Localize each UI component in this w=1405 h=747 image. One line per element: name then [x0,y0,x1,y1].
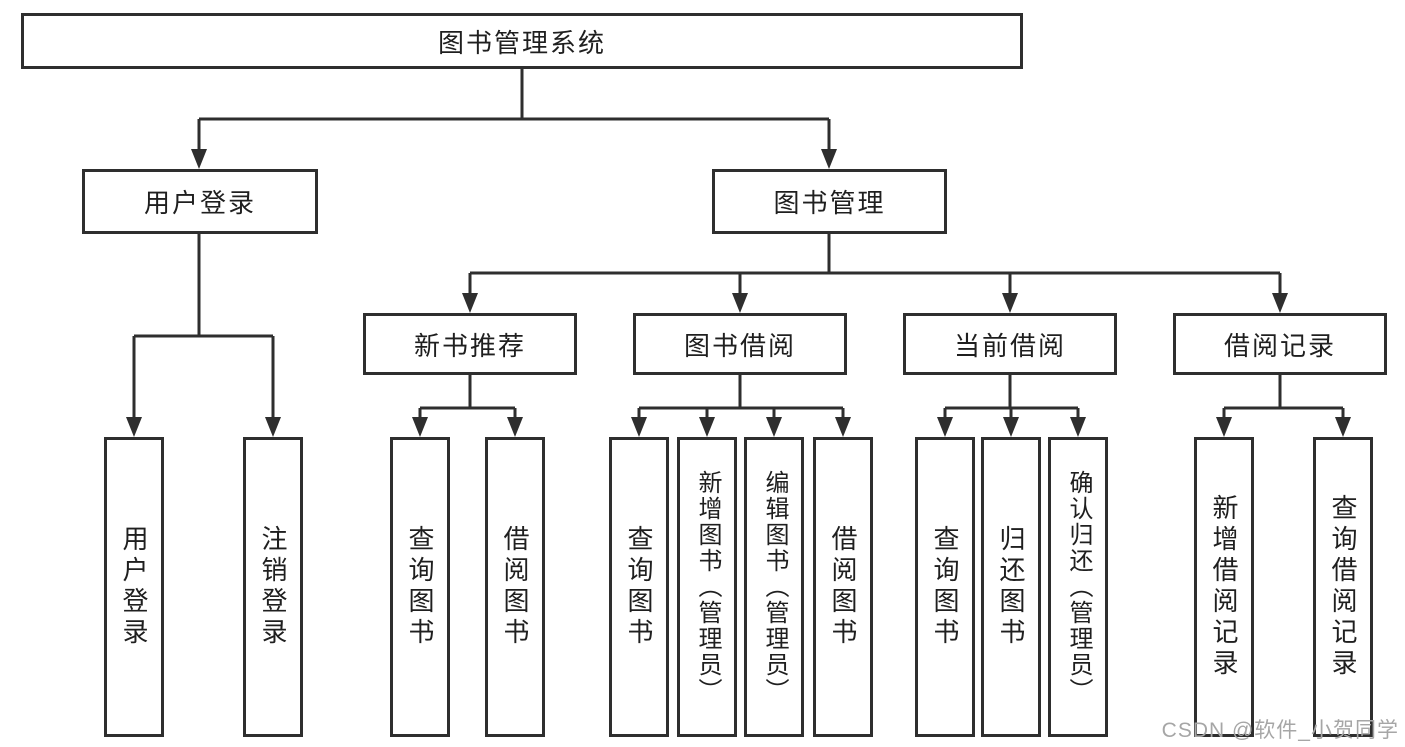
node-borrowing-records: 借阅记录 [1173,313,1387,375]
leaf-borrow-books-borrowing: 借阅图书 [813,437,873,737]
leaf-borrow-books-borrowing-label: 借阅图书 [828,525,858,649]
leaf-user-login-label: 用户登录 [119,525,149,649]
leaf-borrow-books-recommend: 借阅图书 [485,437,545,737]
node-new-book-recommendation: 新书推荐 [363,313,577,375]
leaf-edit-book-admin: 编辑图书（管理员） [744,437,804,737]
leaf-add-borrow-record-label: 新增借阅记录 [1209,494,1239,680]
leaf-return-books: 归还图书 [981,437,1041,737]
leaf-query-books-borrowing-label: 查询图书 [624,525,654,649]
node-user-login: 用户登录 [82,169,318,234]
leaf-logout: 注销登录 [243,437,303,737]
leaf-add-borrow-record: 新增借阅记录 [1194,437,1254,737]
leaf-logout-label: 注销登录 [258,525,288,649]
node-library-management-system: 图书管理系统 [21,13,1023,69]
leaf-add-book-admin-label: 新增图书（管理员） [694,470,721,704]
leaf-edit-book-admin-label: 编辑图书（管理员） [761,470,788,704]
leaf-return-books-label: 归还图书 [996,525,1026,649]
leaf-confirm-return-admin: 确认归还（管理员） [1048,437,1108,737]
leaf-add-book-admin: 新增图书（管理员） [677,437,737,737]
leaf-query-books-current: 查询图书 [915,437,975,737]
leaf-query-books-current-label: 查询图书 [930,525,960,649]
node-book-borrowing: 图书借阅 [633,313,847,375]
leaf-borrow-books-recommend-label: 借阅图书 [500,525,530,649]
leaf-user-login: 用户登录 [104,437,164,737]
leaf-query-borrow-record: 查询借阅记录 [1313,437,1373,737]
leaf-query-borrow-record-label: 查询借阅记录 [1328,494,1358,680]
leaf-query-books-recommend-label: 查询图书 [405,525,435,649]
leaf-query-books-recommend: 查询图书 [390,437,450,737]
node-book-management: 图书管理 [712,169,947,234]
leaf-query-books-borrowing: 查询图书 [609,437,669,737]
watermark: CSDN @软件_小贺同学 [1161,719,1399,742]
node-current-borrowing: 当前借阅 [903,313,1117,375]
leaf-confirm-return-admin-label: 确认归还（管理员） [1065,470,1092,704]
